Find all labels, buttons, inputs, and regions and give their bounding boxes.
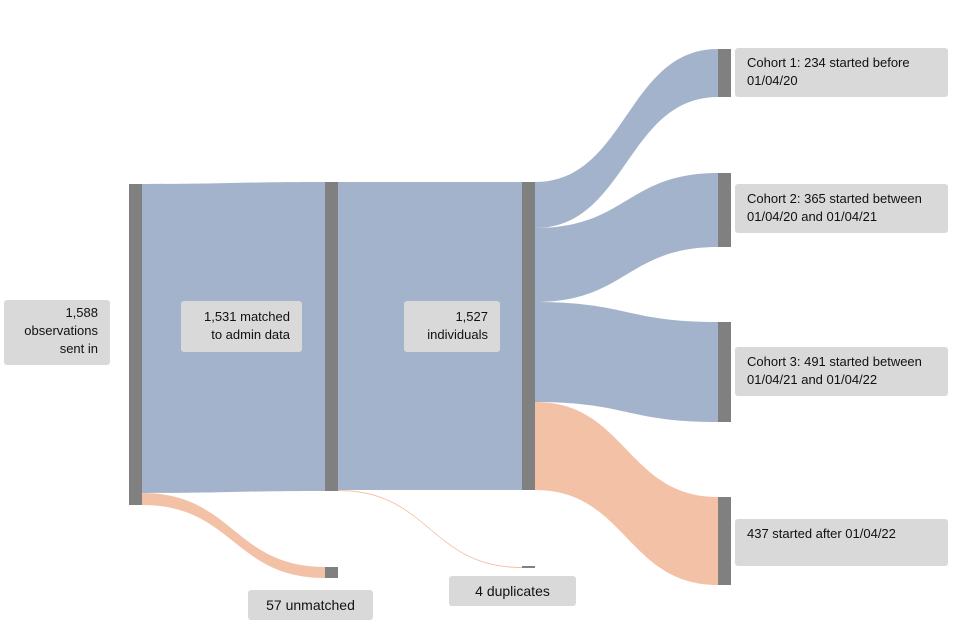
node-after [718,497,731,585]
label-line: Cohort 2: 365 started between [747,191,922,206]
node-duplicates [522,566,535,568]
label-line: 1,527 [455,309,488,324]
label-line: Cohort 1: 234 started before [747,55,910,70]
node-sent [129,184,142,505]
node-cohort3 [718,322,731,422]
flow-individuals-to-cohort3 [535,302,718,422]
label-duplicates: 4 duplicates [449,576,576,606]
label-line: 437 started after 01/04/22 [747,526,896,541]
flow-matched-to-duplicates [338,490,522,568]
label-line: 01/04/20 [747,73,798,88]
label-line: sent in [59,341,98,356]
label-cohort1: Cohort 1: 234 started before 01/04/20 [735,48,948,97]
label-sent: 1,588 observations sent in [4,300,110,365]
label-unmatched: 57 unmatched [248,590,373,620]
label-cohort3: Cohort 3: 491 started between 01/04/21 a… [735,347,948,396]
label-after: 437 started after 01/04/22 [735,519,948,566]
label-line: to admin data [211,327,290,342]
flow-individuals-to-cohort1 [535,49,718,228]
label-line: 1,531 matched [203,309,290,324]
label-line: observations [24,323,98,338]
flow-individuals-to-cohort2 [535,173,718,302]
label-individuals: 1,527 individuals [404,301,500,352]
node-matched [325,182,338,491]
node-cohort2 [718,173,731,247]
node-unmatched [325,567,338,578]
label-line: Cohort 3: 491 started between [747,354,922,369]
flow-sent-to-unmatched [142,493,325,578]
label-cohort2: Cohort 2: 365 started between 01/04/20 a… [735,184,948,233]
label-line: 01/04/21 and 01/04/22 [747,372,878,387]
label-line: 01/04/20 and 01/04/21 [747,209,878,224]
label-line: 1,588 [65,305,98,320]
flow-individuals-to-after [535,402,718,585]
node-cohort1 [718,49,731,97]
label-line: individuals [427,327,488,342]
node-individuals [522,182,535,490]
label-matched: 1,531 matched to admin data [181,301,302,352]
